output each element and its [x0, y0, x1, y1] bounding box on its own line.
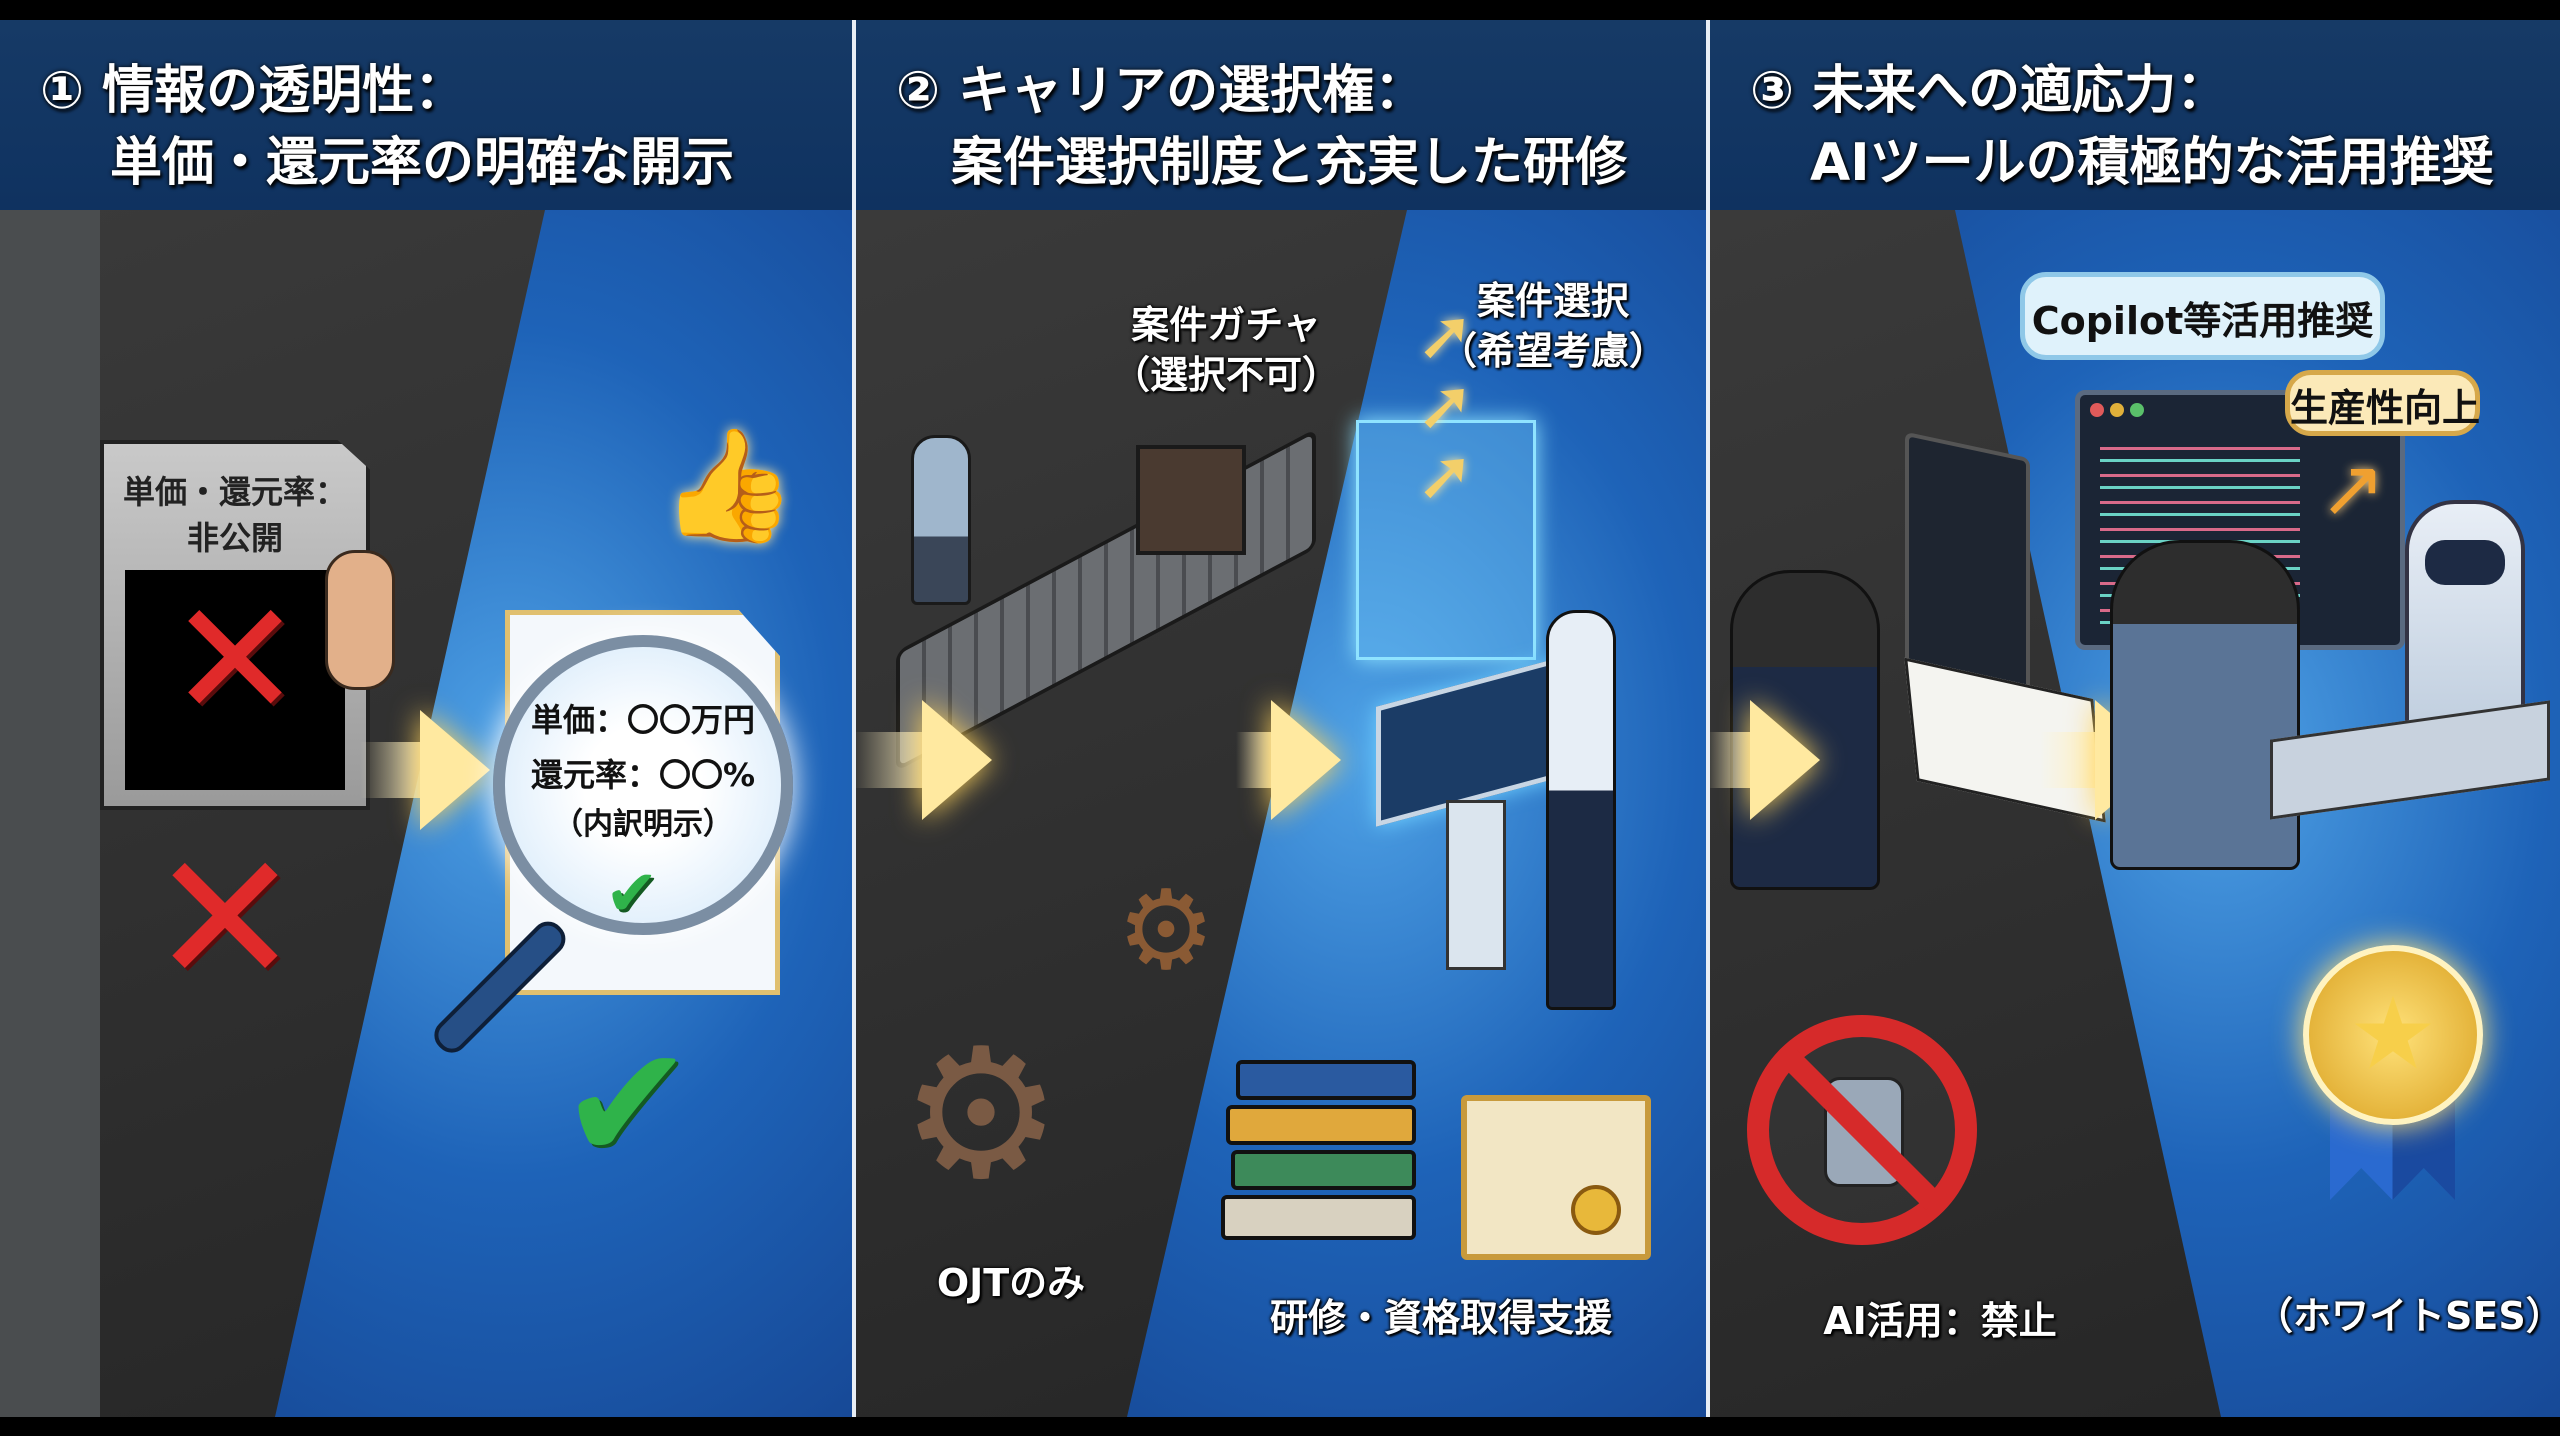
- old-monitor: [1905, 431, 2030, 699]
- book: [1226, 1105, 1416, 1145]
- person-after: [2110, 540, 2300, 870]
- arrow-right-icon: [1750, 700, 1820, 820]
- book: [1231, 1150, 1416, 1190]
- path-arrows-icon: ➚➚➚: [1416, 294, 1475, 516]
- panel-3-subtitle: AIツールの積極的な活用推奨: [1810, 133, 2494, 193]
- panel-divider: [852, 20, 856, 1417]
- book: [1221, 1195, 1416, 1240]
- panel-2-header: ② キャリアの選択権： 案件選択制度と充実した研修: [856, 20, 1706, 210]
- breakdown-text: （内訳明示）: [553, 807, 733, 842]
- ojt-only-label: OJTのみ: [936, 1261, 1086, 1305]
- arrow-right-icon: [922, 700, 992, 820]
- panel-3-header: ③ 未来への適応力： AIツールの積極的な活用推奨: [1710, 20, 2560, 210]
- red-x-icon: ✕: [149, 815, 301, 1024]
- copilot-bubble: Copilot等活用推奨: [2020, 272, 2385, 360]
- window-minimize-dot: [2110, 403, 2124, 417]
- before-doc-line1: 単価・還元率：: [122, 473, 347, 511]
- panel-1-header: ① 情報の透明性： 単価・還元率の明確な開示: [0, 20, 852, 210]
- project-gacha-sub: （選択不可）: [1111, 353, 1340, 397]
- hand-icon: [325, 550, 395, 690]
- green-check-icon: ✔: [605, 857, 659, 931]
- window-maximize-dot: [2130, 403, 2144, 417]
- arrow-bar: [1236, 732, 1276, 788]
- books-icon: [1236, 1060, 1416, 1100]
- hologram-panel: [1356, 420, 1536, 660]
- certificate-seal: [1571, 1185, 1621, 1235]
- rusty-gear-icon: ⚙: [1116, 870, 1216, 990]
- panel-1-title: ① 情報の透明性：: [40, 61, 467, 121]
- project-gacha-label: 案件ガチャ: [1131, 303, 1321, 347]
- panel-1: ✕ 単価・還元率： 非公開 ✕ 👍 単価：〇〇万円 還元率：〇〇% （内訳明示）…: [0, 210, 852, 1417]
- panel-divider: [1706, 20, 1710, 1417]
- green-check-icon: ✔: [560, 1010, 695, 1197]
- wall: [0, 210, 100, 1417]
- panel-2-title: ② キャリアの選択権：: [896, 61, 1427, 121]
- return-rate-text: 還元率：〇〇%: [530, 756, 756, 794]
- box-icon: [1136, 445, 1246, 555]
- panel-1-subtitle: 単価・還元率の明確な開示: [110, 133, 735, 193]
- gold-medal-star-icon: ★: [2303, 945, 2483, 1125]
- redacted-block: [125, 570, 345, 790]
- arrow-bar: [360, 742, 430, 798]
- arrow-bar: [2040, 732, 2100, 788]
- arrow-bar: [1710, 732, 1756, 788]
- growth-chart-icon: ↗: [2318, 442, 2387, 535]
- panel-2: 案件ガチャ （選択不可） 案件選択 （希望考慮） ➚➚➚ ⚙ ⚙ OJTのみ 研…: [856, 210, 1706, 1417]
- unit-price-text: 単価：〇〇万円: [530, 701, 755, 739]
- panel-3-title: ③ 未来への適応力：: [1750, 61, 2229, 121]
- panel-3: Copilot等活用推奨 生産性向上 ↗ AI活用：禁止 ★ （ホワイトSES）: [1710, 210, 2560, 1417]
- person-before: [911, 435, 971, 605]
- before-doc-line2: 非公開: [186, 519, 283, 557]
- training-support-label: 研修・資格取得支援: [1269, 1296, 1612, 1340]
- robot-face: [2425, 540, 2505, 585]
- white-ses-label: （ホワイトSES）: [2255, 1294, 2560, 1338]
- thumbs-up-icon: 👍: [660, 421, 797, 549]
- no-ai-sign-icon: [1747, 1015, 1977, 1245]
- window-close-dot: [2090, 403, 2104, 417]
- certificate-icon: [1461, 1095, 1651, 1260]
- panel-2-subtitle: 案件選択制度と充実した研修: [951, 133, 1628, 193]
- red-x-icon: ✕: [167, 566, 303, 753]
- kiosk-stand: [1446, 800, 1506, 970]
- arrow-right-icon: [1271, 700, 1341, 820]
- productivity-bubble: 生産性向上: [2285, 370, 2480, 436]
- rusty-gear-icon: ⚙: [900, 1020, 1062, 1210]
- arrow-right-icon: [420, 710, 490, 830]
- project-choice-label: 案件選択: [1476, 279, 1629, 323]
- person-after: [1546, 610, 1616, 1010]
- project-choice-sub: （希望考慮）: [1438, 329, 1667, 373]
- ai-ban-label: AI活用：禁止: [1823, 1299, 2057, 1343]
